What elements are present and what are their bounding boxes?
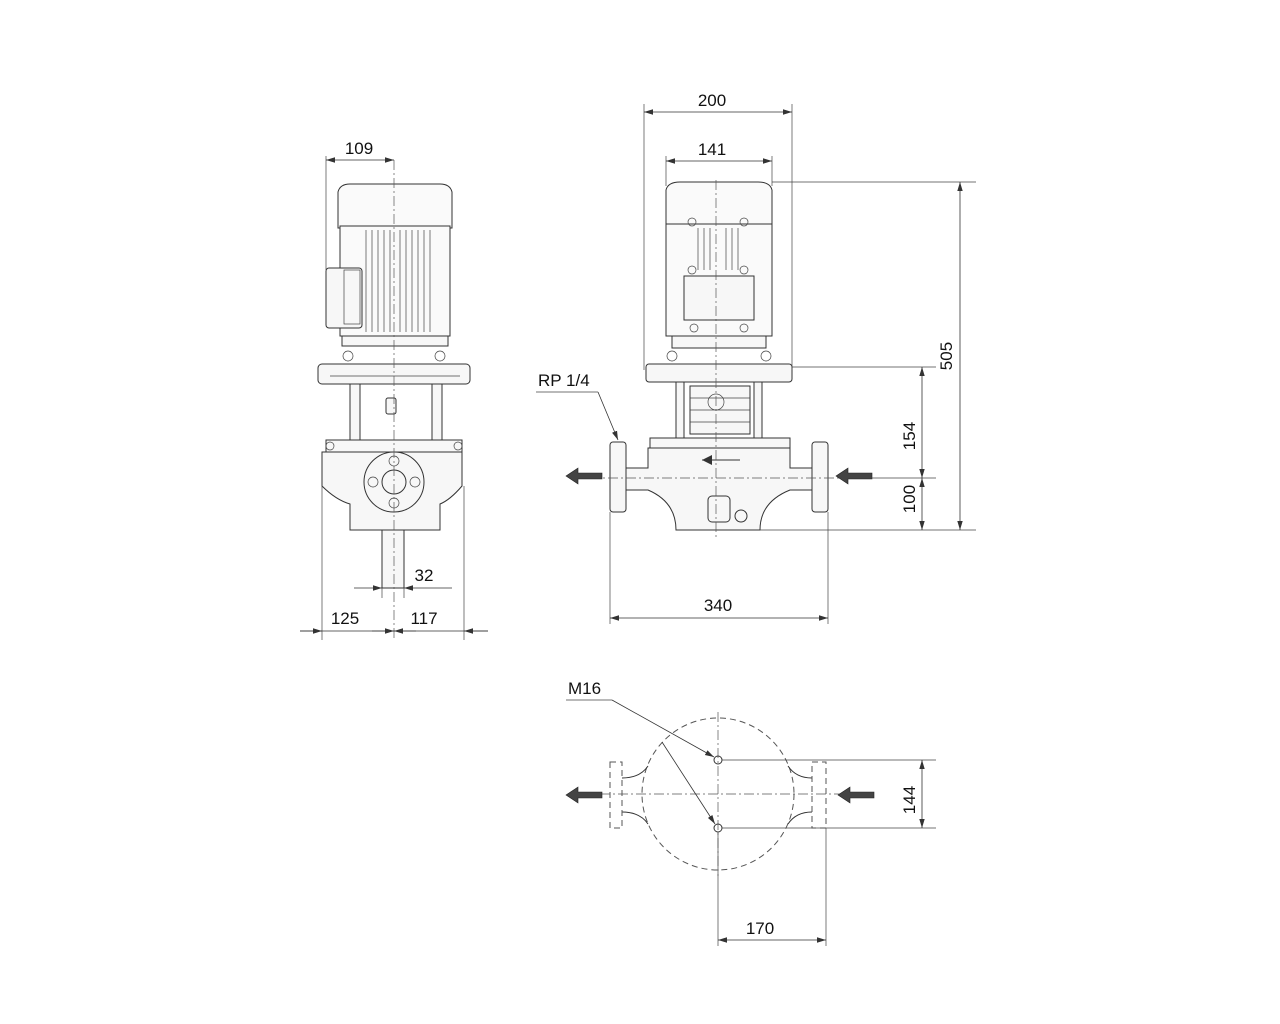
front-outlet-flange [609, 441, 627, 513]
dim-top-bolt-horizontal: 170 [746, 919, 774, 938]
side-stool-column [349, 383, 361, 441]
front-motor-fins [697, 228, 739, 270]
side-pump-housing [321, 451, 463, 531]
side-motor-cover [337, 183, 453, 229]
top-view: M16 144 170 [565, 679, 936, 946]
side-drain-pipe [381, 529, 405, 589]
dim-front-base-height: 100 [900, 485, 919, 513]
side-neck-bolt [434, 350, 446, 362]
dim-front-total-height: 505 [937, 342, 956, 370]
dim-side-pipe-dia: 32 [415, 566, 434, 585]
front-motor-neck [671, 335, 767, 349]
dim-top-bolt-vertical: 144 [900, 786, 919, 814]
top-inlet-flange [811, 761, 827, 829]
dim-side-left-width: 125 [331, 609, 359, 628]
top-housing-outline [621, 765, 813, 825]
front-stool-column [753, 381, 763, 439]
bolt-leader-line-1 [611, 699, 715, 758]
front-outlet-flow-arrow [565, 467, 603, 485]
front-stool-flange [645, 363, 793, 383]
side-motor-neck [341, 335, 449, 347]
dim-side-right-width: 117 [410, 609, 437, 628]
side-coupling [385, 397, 397, 415]
front-inlet-flange [811, 441, 829, 513]
front-view: 200 141 505 154 100 340 RP 1/4 [536, 91, 976, 624]
front-inlet-flow-arrow [835, 467, 873, 485]
dim-side-motor-width: 109 [345, 139, 373, 158]
top-inlet-flow-arrow [837, 786, 875, 804]
front-stool-column [675, 381, 685, 439]
dim-front-motor-width: 141 [698, 140, 726, 159]
dim-front-upper-height: 154 [900, 422, 919, 450]
side-motor-fins [365, 230, 431, 332]
vent-plug-label: RP 1/4 [538, 371, 590, 390]
front-terminal-box [683, 275, 755, 321]
top-outlet-flange [609, 761, 623, 829]
front-motor-cover [665, 181, 773, 227]
front-drain-plug [734, 509, 748, 523]
dim-front-port-to-port: 340 [704, 596, 732, 615]
bolt-leader-line-2 [661, 741, 716, 825]
bolt-thread-label: M16 [568, 679, 601, 698]
side-stool-column [431, 383, 443, 441]
front-drain [707, 495, 731, 523]
top-outlet-flow-arrow [565, 786, 603, 804]
side-view: 109 32 125 117 [300, 139, 488, 640]
side-terminal-cover [343, 269, 361, 325]
side-neck-bolt [342, 350, 354, 362]
dim-front-total-width: 200 [698, 91, 726, 110]
vent-leader-line [597, 391, 619, 441]
front-head-flange [649, 437, 791, 449]
